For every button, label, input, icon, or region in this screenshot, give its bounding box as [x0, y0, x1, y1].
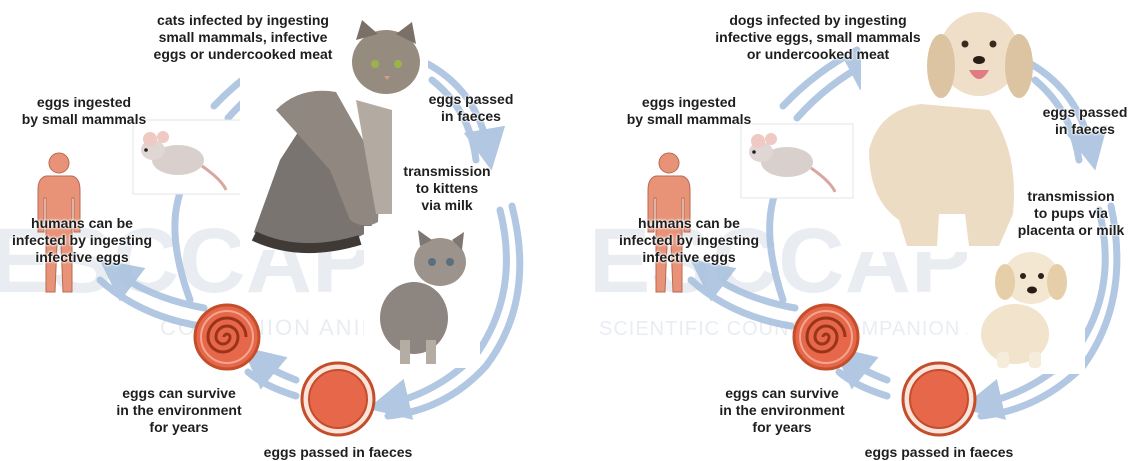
label-environment-line3: for years	[104, 419, 254, 436]
label-eggs-ingested-rodents: eggs ingested by small mammals	[14, 94, 154, 128]
label-humans-line1: humans can be	[2, 215, 162, 232]
label-humans-infected: humans can be infected by ingesting infe…	[2, 215, 162, 266]
label-environment-line1: eggs can survive	[104, 385, 254, 402]
label-humans-line2: infected by ingesting	[2, 232, 162, 249]
label-eggs-passed-top-right: eggs passed in faeces	[1035, 104, 1135, 138]
label-dog-infection-line2: infective eggs, small mammals	[703, 29, 933, 46]
label-environment-line2-right: in the environment	[707, 402, 857, 419]
cat-lifecycle-panel: ESCCAP COMPANION ANIMAL	[0, 0, 568, 461]
label-eggs-passed-top-line1-right: eggs passed	[1035, 104, 1135, 121]
larvated-egg-illustration	[195, 305, 259, 369]
label-eggs-passed-top-line2: in faeces	[418, 108, 524, 125]
label-humans-line3: infective eggs	[2, 249, 162, 266]
rodent-illustration-right	[741, 124, 853, 198]
dog-lifecycle-panel: ESCCAP SCIENTIFIC COUNCIL COMPANION ANIM…	[569, 0, 1137, 461]
label-transmission-pups-line2: to pups via	[1007, 205, 1135, 222]
label-humans-infected-right: humans can be infected by ingesting infe…	[609, 215, 769, 266]
label-humans-line1-right: humans can be	[609, 215, 769, 232]
label-cat-infection-line2: small mammals, infective	[143, 29, 343, 46]
label-dog-infection-line1: dogs infected by ingesting	[703, 12, 933, 29]
label-transmission-line2: to kittens	[392, 180, 502, 197]
label-eggs-passed-top: eggs passed in faeces	[418, 91, 524, 125]
label-cat-infection-line3: eggs or undercooked meat	[143, 46, 343, 63]
label-cat-infection: cats infected by ingesting small mammals…	[143, 12, 343, 63]
label-eggs-passed-bottom: eggs passed in faeces	[248, 444, 428, 461]
unembryonated-egg-illustration-right	[903, 363, 975, 435]
rodent-illustration	[133, 120, 245, 194]
larvated-egg-illustration-right	[794, 305, 858, 369]
kitten-photo	[364, 226, 480, 368]
label-paratenic-line1-right: eggs ingested	[619, 94, 759, 111]
label-eggs-passed-bottom-text-right: eggs passed in faeces	[849, 444, 1029, 461]
label-transmission-pups-line3: placenta or milk	[1007, 222, 1135, 239]
arrow-egg-to-larva	[258, 360, 296, 380]
label-dog-infection-line3: or undercooked meat	[703, 46, 933, 63]
label-environment-survival-right: eggs can survive in the environment for …	[707, 385, 857, 436]
label-eggs-passed-top-line2-right: in faeces	[1035, 121, 1135, 138]
label-paratenic-line2: by small mammals	[14, 111, 154, 128]
label-eggs-ingested-rodents-right: eggs ingested by small mammals	[619, 94, 759, 128]
arrow-egg-to-larva-right	[849, 360, 887, 380]
label-environment-line1-right: eggs can survive	[707, 385, 857, 402]
label-paratenic-line2-right: by small mammals	[619, 111, 759, 128]
label-dog-infection: dogs infected by ingesting infective egg…	[703, 12, 933, 63]
unembryonated-egg-illustration	[302, 363, 374, 435]
label-transmission-pups-line1: transmission	[1007, 188, 1135, 205]
label-transmission-pups: transmission to pups via placenta or mil…	[1007, 188, 1135, 239]
label-cat-infection-line1: cats infected by ingesting	[143, 12, 343, 29]
label-transmission-kittens: transmission to kittens via milk	[392, 163, 502, 214]
label-environment-survival: eggs can survive in the environment for …	[104, 385, 254, 436]
label-eggs-passed-top-line1: eggs passed	[418, 91, 524, 108]
label-eggs-passed-bottom-right: eggs passed in faeces	[849, 444, 1029, 461]
label-paratenic-line1: eggs ingested	[14, 94, 154, 111]
arrow-rodent-to-dog	[797, 62, 869, 118]
label-humans-line3-right: infective eggs	[609, 249, 769, 266]
label-environment-line2: in the environment	[104, 402, 254, 419]
label-humans-line2-right: infected by ingesting	[609, 232, 769, 249]
label-eggs-passed-bottom-text: eggs passed in faeces	[248, 444, 428, 461]
puppy-photo	[967, 246, 1085, 374]
label-transmission-line3: via milk	[392, 197, 502, 214]
label-environment-line3-right: for years	[707, 419, 857, 436]
label-transmission-line1: transmission	[392, 163, 502, 180]
